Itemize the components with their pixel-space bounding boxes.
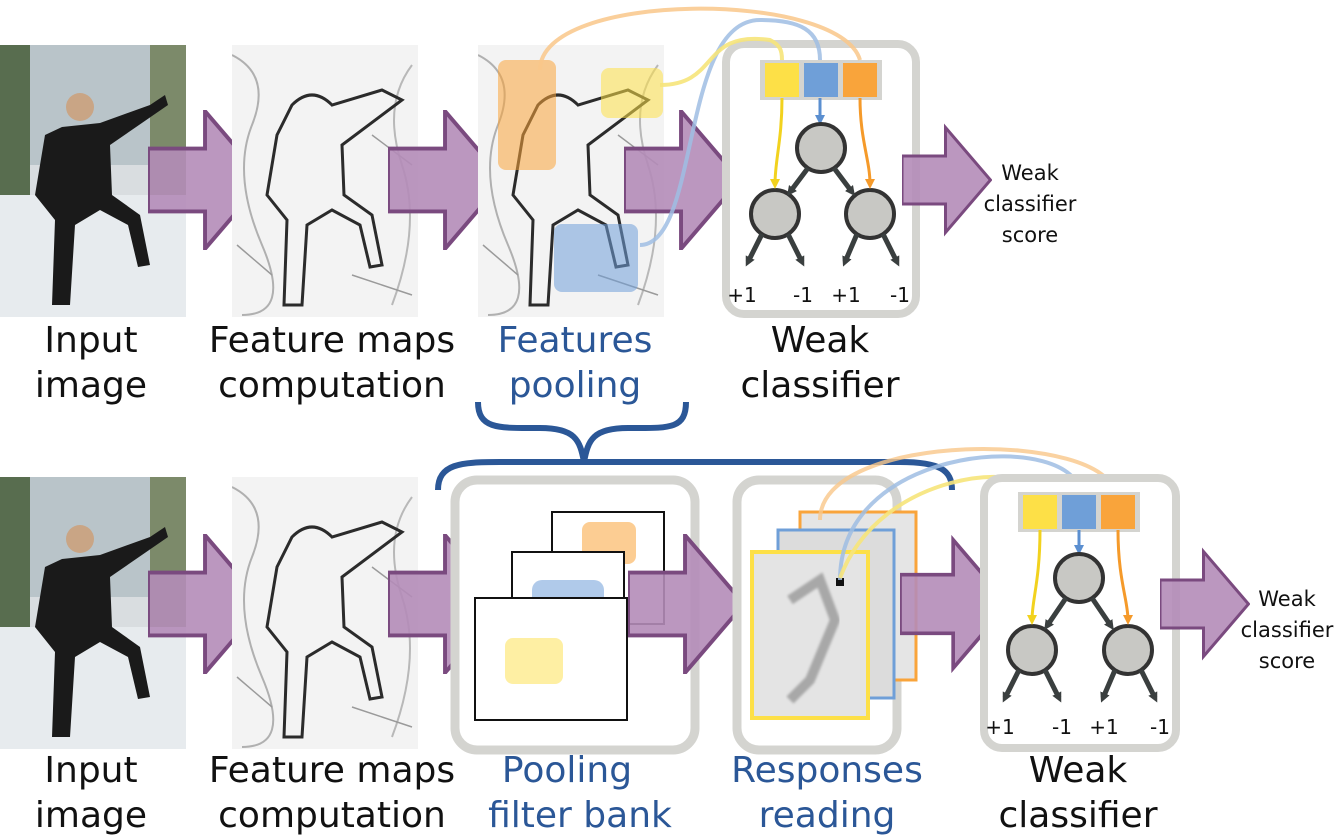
tree-root-node (795, 122, 847, 174)
link-curve-yellow (659, 36, 784, 87)
responses-caption-2: reading (759, 795, 896, 836)
response-map-yellow (750, 550, 870, 720)
score-label-line1: Weak (1001, 161, 1059, 185)
leaf-label: -1 (890, 283, 910, 307)
link-curve-orange (818, 447, 1117, 521)
link-curve-blue (838, 454, 1082, 581)
feature-maps-caption-2: computation (218, 365, 446, 406)
leaf-label: +1 (727, 283, 756, 307)
pooling-region-blue (554, 224, 638, 292)
leaf-label: -1 (793, 283, 813, 307)
weak-classifier-caption-1: Weak (1029, 750, 1128, 791)
leaf-label: +1 (1089, 715, 1118, 739)
tree-right-node (844, 188, 896, 240)
weak-classifier-caption-2: classifier (741, 365, 900, 406)
tree-right-node (1102, 624, 1154, 676)
link-curve-blue (639, 17, 822, 247)
features-pooling-caption-2: pooling (509, 365, 642, 406)
feature-slot-yellow (765, 63, 799, 97)
feature-slot-blue (1062, 495, 1096, 529)
leaf-label: -1 (1052, 715, 1072, 739)
link-curve-orange (538, 6, 862, 71)
pooling-region-orange (498, 60, 556, 170)
pooling-region-yellow (601, 68, 663, 118)
leaf-label: -1 (1150, 715, 1170, 739)
brace-top (475, 401, 689, 463)
score-label-line3: score (1259, 649, 1315, 673)
filter-bank-caption-2: filter bank (488, 795, 672, 836)
feature-maps-caption-1: Feature maps (209, 750, 455, 791)
feature-maps-caption-1: Feature maps (209, 320, 455, 361)
responses-caption-1: Responses (731, 750, 923, 791)
read-point (836, 578, 844, 586)
score-label-line3: score (1002, 223, 1058, 247)
input-image-caption-1: Input (44, 320, 137, 361)
tree-left-node (749, 188, 801, 240)
feature-slot-blue (804, 63, 838, 97)
weak-classifier-caption-2: classifier (999, 795, 1158, 836)
weak-classifier-caption-1: Weak (771, 320, 870, 361)
features-pooling-caption-1: Features (498, 320, 653, 361)
filter-bank-caption-1: Pooling (502, 750, 632, 791)
leaf-label: +1 (985, 715, 1014, 739)
input-image-caption-2: image (35, 365, 147, 406)
feature-slot-orange (843, 63, 877, 97)
score-label-line2: classifier (984, 192, 1077, 216)
input-image-caption-2: image (35, 795, 147, 836)
score-label-line1: Weak (1258, 587, 1316, 611)
score-label-line2: classifier (1241, 618, 1334, 642)
brace-bottom (435, 459, 955, 491)
leaf-label: +1 (831, 283, 860, 307)
input-image-caption-1: Input (44, 750, 137, 791)
feature-maps-caption-2: computation (218, 795, 446, 836)
feature-slot-yellow (1023, 495, 1057, 529)
feature-slot-orange (1101, 495, 1135, 529)
tree-root-node (1053, 552, 1105, 604)
tree-left-node (1006, 624, 1058, 676)
